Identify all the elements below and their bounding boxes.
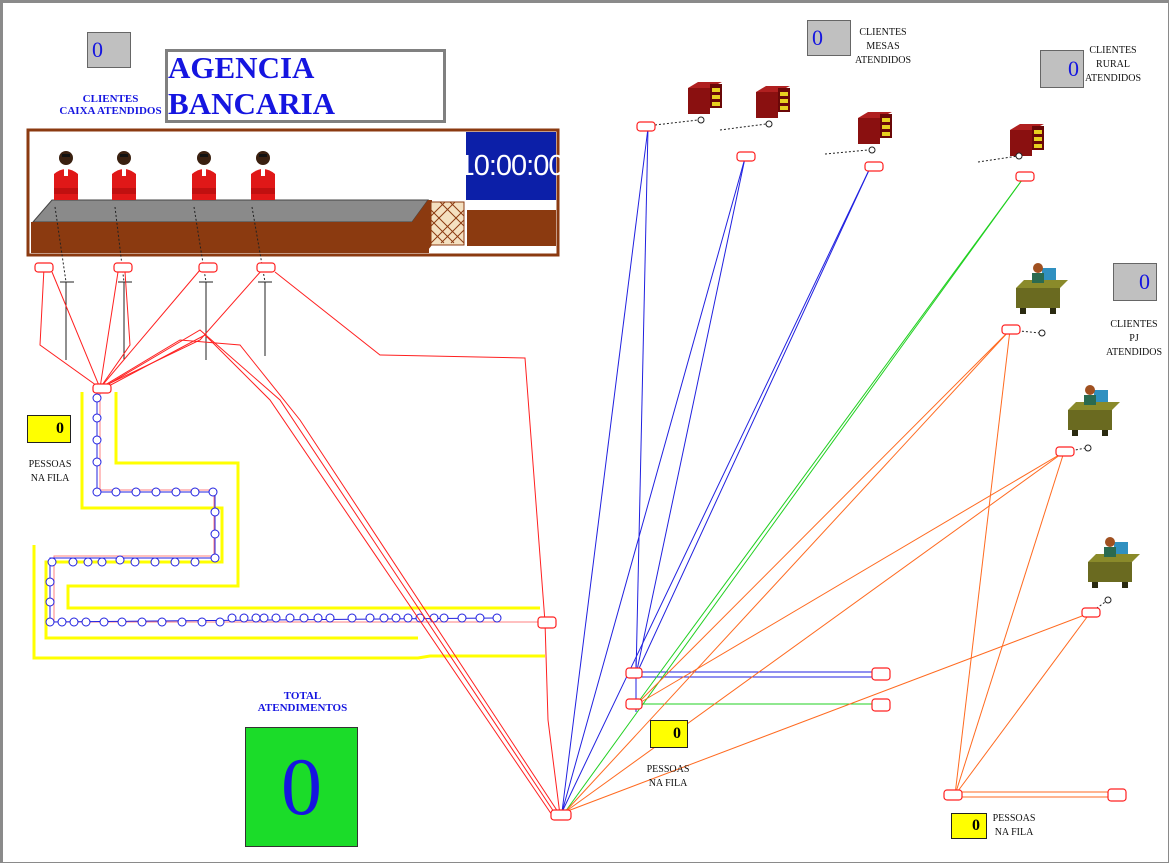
pj-routes	[565, 330, 1118, 812]
counter-side-panel	[467, 210, 556, 246]
caixa-served-counter: 0	[87, 32, 131, 68]
rural-routes	[565, 180, 1022, 812]
counter-front	[31, 222, 429, 253]
total-served-counter: 0	[245, 727, 358, 847]
caixa-queue-label: PESSOAS NA FILA	[22, 458, 78, 486]
pj-queue-counter: 0	[951, 813, 987, 839]
simulation-clock: 10:00:00	[466, 132, 556, 200]
pj-clerk-desk-icon	[1088, 537, 1140, 588]
mesas-queue-label: PESSOAS NA FILA	[640, 763, 696, 791]
office-desk-icon	[1010, 124, 1044, 156]
mesas-served-label: CLIENTES MESAS ATENDIDOS	[848, 26, 918, 68]
office-desk-icon	[756, 86, 790, 118]
rural-served-label: CLIENTES RURAL ATENDIDOS	[1080, 44, 1146, 86]
office-desk-icon	[858, 112, 892, 144]
caixa-served-label: CLIENTES CAIXA ATENDIDOS	[58, 93, 163, 117]
pj-clerk-desk-icon	[1068, 385, 1120, 436]
queue-slots	[46, 394, 501, 626]
pj-clerk-desk-icon	[1016, 263, 1068, 314]
counter-top	[33, 200, 428, 222]
page-title: AGENCIA BANCARIA	[165, 49, 446, 123]
mesas-queue-counter: 0	[650, 720, 688, 748]
mesas-routes	[562, 128, 880, 812]
caixa-queue-counter: 0	[27, 415, 71, 443]
rural-served-counter: 0	[1040, 50, 1084, 88]
pj-queue-label: PESSOAS NA FILA	[986, 812, 1042, 840]
pj-served-counter: 0	[1113, 263, 1157, 301]
mesas-served-counter: 0	[807, 20, 851, 56]
total-served-label: TOTAL ATENDIMENTOS	[250, 690, 355, 714]
office-desk-icon	[688, 82, 722, 114]
pj-served-label: CLIENTES PJ ATENDIDOS	[1104, 318, 1164, 360]
